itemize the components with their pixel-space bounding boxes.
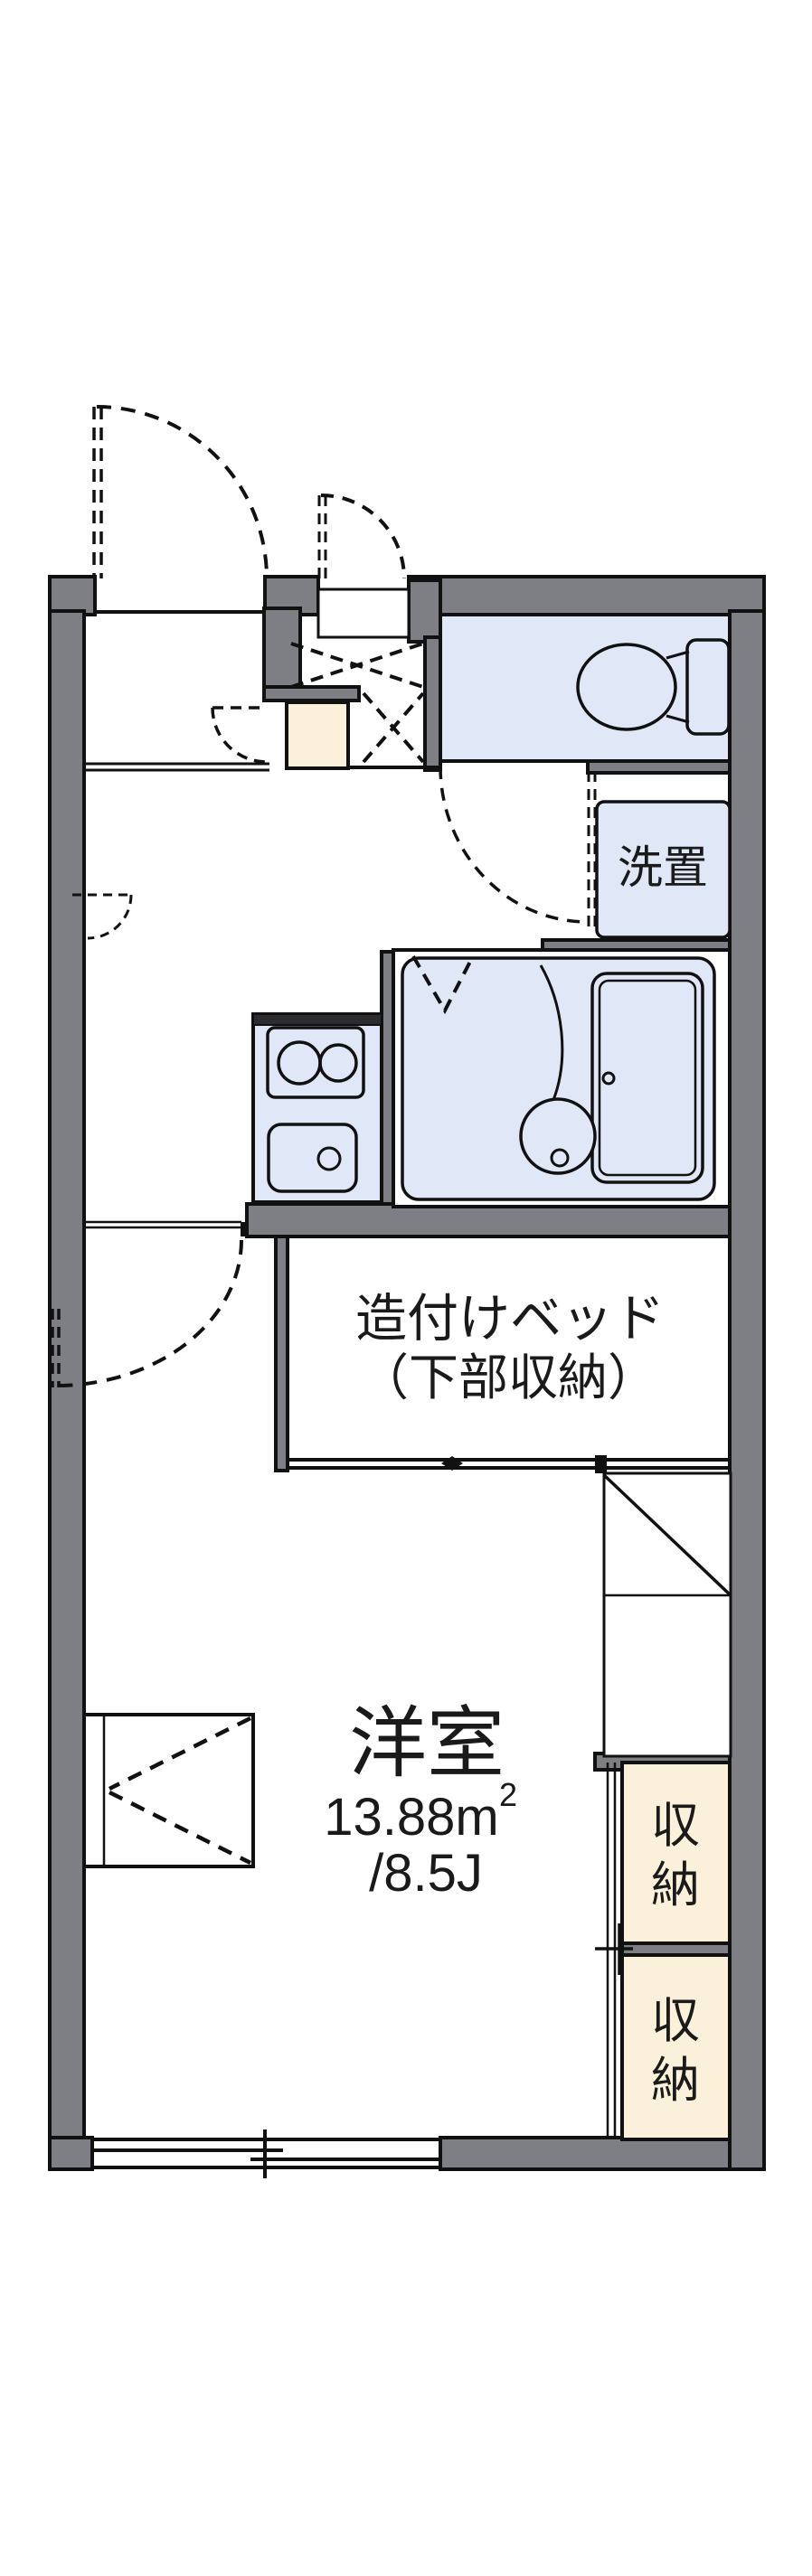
closet-tall (602, 1471, 732, 1758)
room-door-swing (55, 1239, 243, 1387)
window-bottom (92, 2129, 440, 2178)
bathtub-inner-rim (598, 979, 697, 1177)
entrance-door-swing (96, 405, 269, 579)
wall-vestibule-right-top (407, 578, 442, 644)
room-area-label: 13.88m (324, 1788, 498, 1847)
wall-bottom-left-corner (48, 2136, 94, 2171)
hall-door-swing (211, 707, 268, 764)
bed-label-line1: 造付けベッド (355, 1290, 665, 1348)
toilet-seat-line-bottom (666, 714, 690, 724)
wet-areas (251, 613, 732, 1208)
bed-front-marker (441, 1456, 463, 1471)
stove-burner-right-icon (318, 1043, 358, 1083)
wall-top-left (48, 575, 97, 616)
desk-fold-mark-top (108, 1716, 252, 1791)
walls (48, 575, 766, 2171)
bath-folding-door (411, 954, 475, 1015)
storage-top (620, 1761, 732, 1945)
storage-top-label-char1: 収 (651, 1799, 700, 1853)
bath-partition-curve (539, 964, 564, 1101)
labels: 造付けベッド （下部収納） 洋室 13.88m 2 /8.5J 洗置 収 納 収… (324, 842, 708, 2108)
room-tatami-label: /8.5J (369, 1844, 483, 1903)
sink-drain-icon (316, 1146, 342, 1171)
toilet-seat-line-top (666, 650, 690, 660)
bed-corner-post (595, 1455, 607, 1473)
wall-vestibule-left (262, 606, 302, 691)
storage-bottom (620, 1953, 732, 2141)
room-door-post (241, 1222, 247, 1236)
built-in-bed (288, 1455, 730, 1473)
storage-bottom-label-char2: 納 (651, 2054, 700, 2108)
kitchen-counter-back-edge (252, 1013, 382, 1026)
floor-edges (84, 762, 269, 1236)
wash-basin (519, 1097, 597, 1175)
bed-label-line2: （下部収納） (359, 1349, 657, 1406)
room-area-superscript: 2 (499, 1776, 517, 1813)
toilet-tank (685, 638, 731, 736)
washer-label: 洗置 (618, 842, 708, 893)
service-door-swing (320, 494, 406, 579)
wall-bottom (439, 2136, 732, 2171)
cabinets (285, 700, 732, 2141)
bathtub-drain-icon (601, 1071, 616, 1086)
wall-right (728, 609, 766, 2171)
washer-space (595, 800, 732, 939)
desk-counter (82, 1713, 255, 1868)
wash-basin-drain-icon (550, 1148, 570, 1168)
stove (266, 1026, 365, 1099)
desk-fold-mark-bottom (108, 1790, 252, 1866)
shoe-cabinet (285, 700, 350, 770)
toilet-bowl (576, 643, 677, 731)
wall-bed-top (245, 1202, 732, 1238)
storage-door-lines (595, 1763, 633, 2138)
storage-bottom-label-char1: 収 (651, 1994, 700, 2048)
wall-bed-left (274, 1235, 289, 1472)
toilet-door-swing (439, 766, 589, 924)
closet-diagonal-line (602, 1473, 732, 1597)
wall-vestibule-right (423, 635, 442, 772)
wall-vestibule-horizontal (262, 685, 361, 702)
service-door-recess (316, 588, 411, 639)
room-name-label: 洋室 (349, 1700, 505, 1787)
wall-left (48, 609, 86, 2171)
door-swings (51, 405, 597, 1387)
kitchen-sink (267, 1123, 358, 1193)
bathtub (590, 972, 704, 1184)
storage-top-label-char2: 納 (651, 1858, 700, 1913)
wall-top-right (407, 575, 766, 616)
kitchen-side-door-swing (87, 894, 133, 940)
